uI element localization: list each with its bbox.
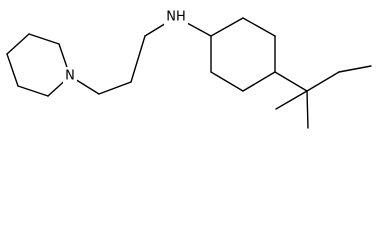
bond-piperidine-5	[28, 33, 60, 45]
ring-n-label-bg	[63, 67, 77, 85]
amine-label-bg	[164, 7, 188, 27]
bond-cyclohexane-4	[242, 71, 276, 92]
bond-piperidine-3	[6, 53, 19, 87]
amine-label: NH	[166, 10, 186, 25]
bond-quaternary-methyl-down	[306, 90, 309, 129]
bond-piperidine-2	[17, 85, 49, 97]
atom-label-layer: NH N	[63, 7, 188, 85]
bond-quaternary-methyl-left	[275, 90, 308, 110]
structure-canvas: NH N	[6, 7, 372, 129]
bond-ring-quaternary	[274, 71, 308, 92]
bond-ethyl-terminal	[338, 65, 372, 73]
bond-layer	[6, 16, 372, 129]
bond-piperidine-4	[6, 33, 30, 55]
bond-cyclohexane-2	[242, 17, 276, 37]
bond-cyclohexane-5	[210, 71, 244, 92]
ring-n-label: N	[65, 69, 75, 84]
bond-linker-2	[98, 81, 132, 95]
chemical-structure-diagram: NH N	[6, 7, 372, 129]
bond-quaternary-ethyl	[306, 71, 340, 92]
bond-cyclohexane-1	[210, 17, 244, 37]
bond-linker-3	[130, 35, 146, 83]
